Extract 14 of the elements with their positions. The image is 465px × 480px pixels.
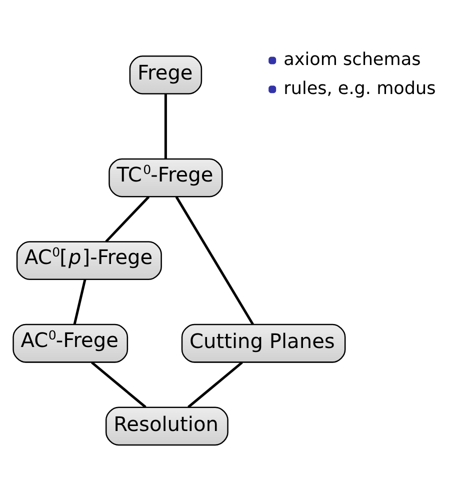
node-box: Resolution: [105, 406, 228, 446]
connector: [188, 360, 243, 408]
label: rules, e.g. modus: [284, 78, 436, 98]
label: axiom schemas: [284, 50, 421, 70]
connector: [175, 196, 254, 325]
connector: [164, 94, 167, 158]
node-box: AC$^{0}$[p]-Frege: [16, 240, 162, 280]
connector: [73, 278, 86, 324]
node-box: Frege: [129, 54, 202, 94]
node-box: Cutting Planes: [181, 323, 346, 362]
connector: [91, 360, 146, 408]
connector: [105, 195, 150, 242]
node-box: TC$^{0}$-Frege: [108, 158, 223, 197]
node-box: AC$^{0}$-Frege: [12, 323, 128, 362]
